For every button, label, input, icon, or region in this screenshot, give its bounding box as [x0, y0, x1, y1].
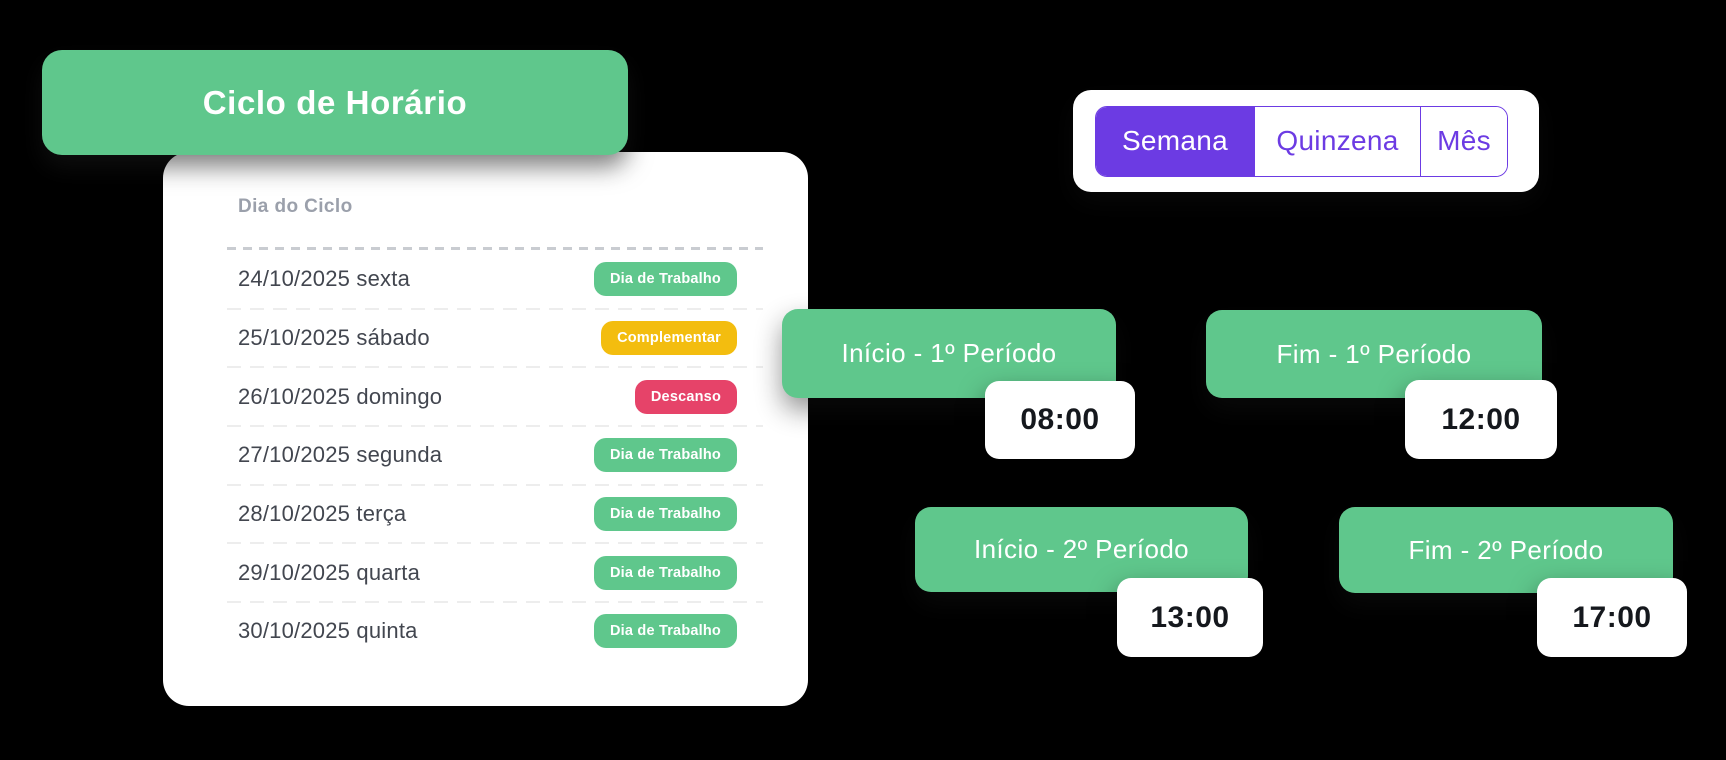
- cycle-day-date: 25/10/2025 sábado: [238, 325, 430, 351]
- time-input-inicio-2[interactable]: 13:00: [1117, 578, 1263, 657]
- cycle-day-date: 29/10/2025 quarta: [238, 559, 420, 585]
- cycle-day-date: 26/10/2025 domingo: [238, 383, 443, 409]
- view-option-semana[interactable]: Semana: [1096, 106, 1254, 176]
- cycle-day-date: 30/10/2025 quinta: [238, 618, 418, 644]
- view-switcher: Semana Quinzena Mês: [1095, 105, 1508, 177]
- cycle-schedule-title: Ciclo de Horário: [42, 50, 628, 155]
- cycle-day-row: 27/10/2025 segunda Dia de Trabalho: [227, 425, 763, 485]
- cycle-day-row: 26/10/2025 domingo Descanso: [227, 366, 763, 426]
- cycle-day-date: 27/10/2025 segunda: [238, 442, 443, 468]
- cycle-day-row: 28/10/2025 terça Dia de Trabalho: [227, 483, 763, 544]
- day-type-badge: Complementar: [601, 321, 737, 356]
- cycle-day-date: 24/10/2025 sexta: [238, 266, 411, 292]
- day-type-badge: Dia de Trabalho: [594, 614, 737, 649]
- cycle-day-row: 30/10/2025 quinta Dia de Trabalho: [227, 601, 763, 661]
- day-type-badge: Dia de Trabalho: [594, 497, 737, 532]
- cycle-days-card: Dia do Ciclo 24/10/2025 sexta Dia de Tra…: [163, 152, 808, 706]
- view-option-quinzena[interactable]: Quinzena: [1254, 106, 1420, 176]
- day-type-badge: Dia de Trabalho: [594, 555, 737, 590]
- view-switcher-card: Semana Quinzena Mês: [1073, 90, 1539, 192]
- cycle-day-row: 25/10/2025 sábado Complementar: [227, 307, 763, 368]
- time-input-fim-1[interactable]: 12:00: [1405, 380, 1557, 459]
- cycle-days-list: 24/10/2025 sexta Dia de Trabalho 25/10/2…: [227, 250, 763, 661]
- period-label-inicio-2: Início - 2º Período: [915, 507, 1248, 592]
- day-type-badge: Dia de Trabalho: [594, 438, 737, 473]
- view-option-mes[interactable]: Mês: [1420, 106, 1507, 176]
- time-input-fim-2[interactable]: 17:00: [1537, 578, 1687, 657]
- header-divider: [227, 247, 763, 250]
- cycle-day-date: 28/10/2025 terça: [238, 501, 407, 527]
- cycle-day-column-header: Dia do Ciclo: [238, 196, 353, 217]
- cycle-day-row: 29/10/2025 quarta Dia de Trabalho: [227, 542, 763, 602]
- time-input-inicio-1[interactable]: 08:00: [985, 381, 1135, 459]
- day-type-badge: Dia de Trabalho: [594, 262, 737, 297]
- cycle-day-row: 24/10/2025 sexta Dia de Trabalho: [227, 250, 763, 309]
- day-type-badge: Descanso: [634, 379, 737, 414]
